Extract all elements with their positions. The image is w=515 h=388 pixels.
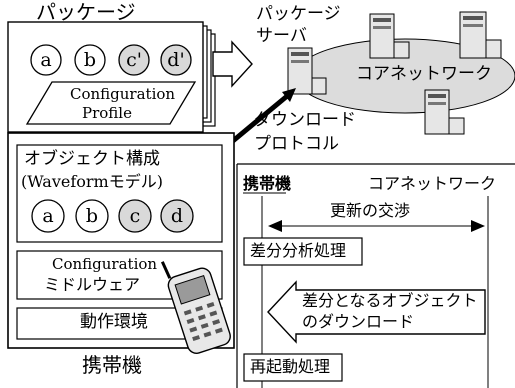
server-icon-right <box>459 11 502 59</box>
object-config-line1: オブジェクト構成 <box>24 149 160 169</box>
sequence-actor-right: コアネットワーク <box>368 174 497 193</box>
msg-download-line2: のダウンロード <box>302 312 415 331</box>
device-item-c: c <box>129 205 141 227</box>
configuration-profile-shape <box>25 81 197 125</box>
device-item-a-circle <box>31 199 65 233</box>
device-item-a: a <box>42 205 54 227</box>
step-diff-label: 差分分析処理 <box>250 241 347 260</box>
sequence-panel <box>236 163 515 388</box>
server-label-line2: サーバ <box>256 26 307 46</box>
msg-download-line1: 差分となるオブジェクト <box>302 291 478 310</box>
package-item-b-circle <box>74 44 106 76</box>
package-item-c-circle <box>118 44 150 76</box>
device-item-d: d <box>170 205 184 227</box>
package-item-a: a <box>40 49 52 71</box>
step-restart-box <box>243 353 343 382</box>
download-protocol-line1: ダウンロード <box>254 110 356 130</box>
package-item-b: b <box>83 49 97 71</box>
package-item-d-prime: d' <box>167 49 185 71</box>
step-restart-label: 再起動処理 <box>250 357 331 376</box>
middleware-line2: ミドルウェア <box>44 275 141 294</box>
mobile-phone-icon <box>160 261 231 354</box>
download-protocol-line2: プロトコル <box>254 134 339 154</box>
package-item-c-prime: c' <box>126 49 142 71</box>
object-config-line2: (Waveformモデル) <box>21 172 163 191</box>
core-network-label: コアネットワーク <box>356 64 492 84</box>
msg-update-label: 更新の交渉 <box>330 201 411 220</box>
device-item-b-circle <box>75 199 109 233</box>
middleware-line1: Configuration <box>52 255 158 273</box>
runtime-label: 動作環境 <box>80 312 148 332</box>
package-title: パッケージ <box>36 0 136 24</box>
profile-line1: Configuration <box>70 85 176 103</box>
device-item-d-circle <box>160 199 194 233</box>
deploy-arrow <box>212 40 253 88</box>
device-caption: 携帯機 <box>82 353 142 377</box>
server-icon-top <box>369 13 410 59</box>
sequence-actor-left: 携帯機 <box>243 174 292 193</box>
server-icon-bottom <box>424 89 465 135</box>
package-server-icon <box>287 47 327 95</box>
download-arrow <box>267 280 486 344</box>
package-item-d-circle <box>160 44 192 76</box>
device-item-c-circle <box>118 199 152 233</box>
profile-line2: Profile <box>82 104 132 122</box>
step-diff-box <box>243 237 363 266</box>
package-item-a-circle <box>30 44 62 76</box>
server-label-line1: パッケージ <box>256 4 341 24</box>
device-item-b: b <box>85 205 99 227</box>
